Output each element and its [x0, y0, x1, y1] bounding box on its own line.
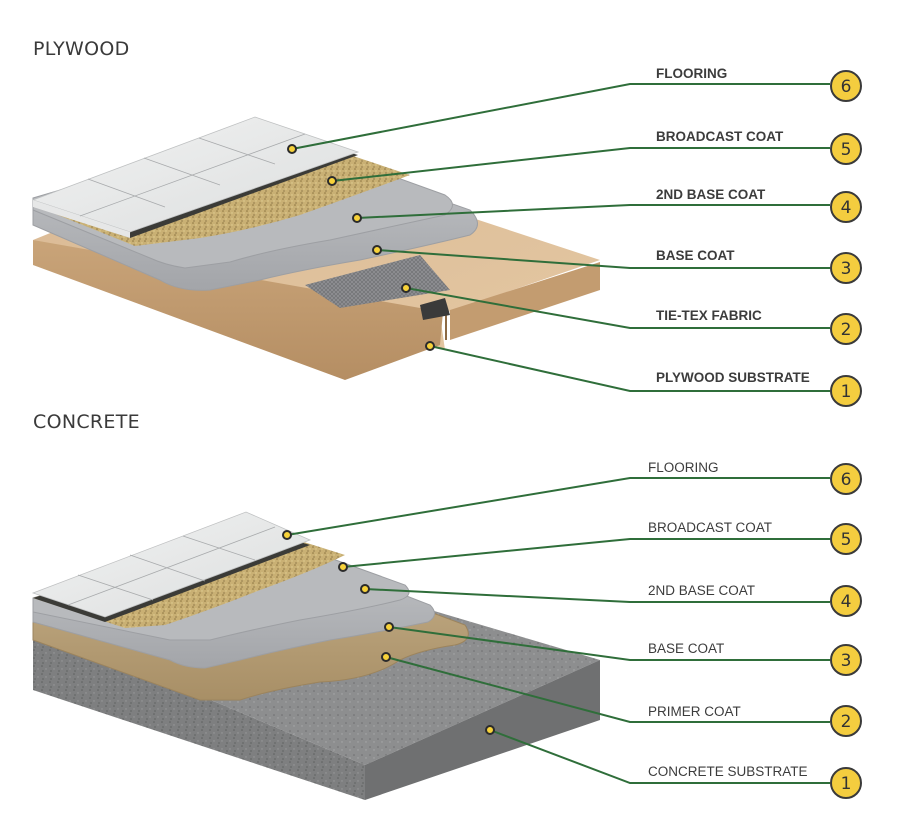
- layer-label: BASE COAT: [648, 641, 724, 656]
- number-badge: [830, 252, 862, 284]
- marker-dot: [282, 530, 292, 540]
- plywood-board-front-right: [450, 262, 600, 340]
- concrete-section-title: CONCRETE: [33, 411, 140, 433]
- badge-number: 2: [841, 320, 852, 340]
- marker-dot: [287, 144, 297, 154]
- layer-label: FLOORING: [648, 460, 719, 475]
- number-badge: [830, 705, 862, 737]
- callout-concrete-4: 2ND BASE COAT 4: [360, 583, 862, 617]
- marker-dot: [372, 245, 382, 255]
- marker-dot: [381, 652, 391, 662]
- badge-number: 2: [841, 712, 852, 732]
- callout-plywood-2: TIE-TEX FABRIC 2: [401, 283, 862, 345]
- concrete-callouts: FLOORING 6 BROADCAST COAT 5 2ND BASE COA…: [282, 460, 862, 799]
- callout-concrete-6: FLOORING 6: [282, 460, 862, 540]
- layer-label: BROADCAST COAT: [656, 129, 784, 144]
- tile-grout-lines: [79, 133, 306, 217]
- plywood-illustration: [31, 116, 600, 380]
- marker-dot: [384, 622, 394, 632]
- callout-plywood-4: 2ND BASE COAT 4: [352, 187, 862, 223]
- plywood-callouts: FLOORING 6 BROADCAST COAT 5 2ND BASE COA…: [287, 66, 862, 407]
- tile-grout-lines-concrete: [67, 526, 276, 606]
- number-badge: [830, 70, 862, 102]
- number-badge: [830, 463, 862, 495]
- callout-plywood-6: FLOORING 6: [287, 66, 862, 154]
- number-badge: [830, 313, 862, 345]
- layer-label: TIE-TEX FABRIC: [656, 308, 762, 323]
- layer-label: 2ND BASE COAT: [648, 583, 755, 598]
- badge-number: 5: [841, 140, 852, 160]
- tie-tex-fabric: [305, 255, 450, 308]
- number-badge: [830, 767, 862, 799]
- marker-dot: [338, 562, 348, 572]
- plywood-board-front: [33, 240, 443, 380]
- layer-label: PLYWOOD SUBSTRATE: [656, 370, 810, 385]
- callout-concrete-2: PRIMER COAT 2: [381, 652, 862, 737]
- number-badge: [830, 523, 862, 555]
- badge-number: 6: [841, 77, 852, 97]
- badge-number: 1: [841, 774, 852, 794]
- number-badge: [830, 191, 862, 223]
- number-badge: [830, 133, 862, 165]
- layer-label: BASE COAT: [656, 248, 735, 263]
- callout-concrete-3: BASE COAT 3: [384, 622, 862, 676]
- marker-dot: [327, 176, 337, 186]
- marker-dot: [425, 341, 435, 351]
- marker-dot: [360, 584, 370, 594]
- callout-plywood-3: BASE COAT 3: [372, 245, 862, 284]
- layer-label: BROADCAST COAT: [648, 520, 772, 535]
- marker-dot: [485, 725, 495, 735]
- layer-label: FLOORING: [656, 66, 727, 81]
- badge-number: 4: [841, 592, 852, 612]
- badge-number: 1: [841, 382, 852, 402]
- layer-label: 2ND BASE COAT: [656, 187, 766, 202]
- callout-concrete-5: BROADCAST COAT 5: [338, 520, 862, 572]
- concrete-slab-right: [365, 660, 600, 800]
- flooring-tiles-concrete: [31, 511, 312, 618]
- marker-dot: [352, 213, 362, 223]
- number-badge: [830, 585, 862, 617]
- badge-number: 6: [841, 470, 852, 490]
- callout-plywood-1: PLYWOOD SUBSTRATE 1: [425, 341, 862, 407]
- badge-number: 3: [841, 651, 852, 671]
- number-badge: [830, 644, 862, 676]
- layer-label: PRIMER COAT: [648, 704, 741, 719]
- marker-dot: [401, 283, 411, 293]
- number-badge: [830, 375, 862, 407]
- badge-number: 3: [841, 259, 852, 279]
- badge-number: 5: [841, 530, 852, 550]
- concrete-illustration: [31, 511, 600, 800]
- badge-number: 4: [841, 198, 852, 218]
- callout-plywood-5: BROADCAST COAT 5: [327, 129, 862, 186]
- plywood-section-title: PLYWOOD: [33, 38, 130, 60]
- layer-label: CONCRETE SUBSTRATE: [648, 764, 808, 779]
- callout-concrete-1: CONCRETE SUBSTRATE 1: [485, 725, 862, 799]
